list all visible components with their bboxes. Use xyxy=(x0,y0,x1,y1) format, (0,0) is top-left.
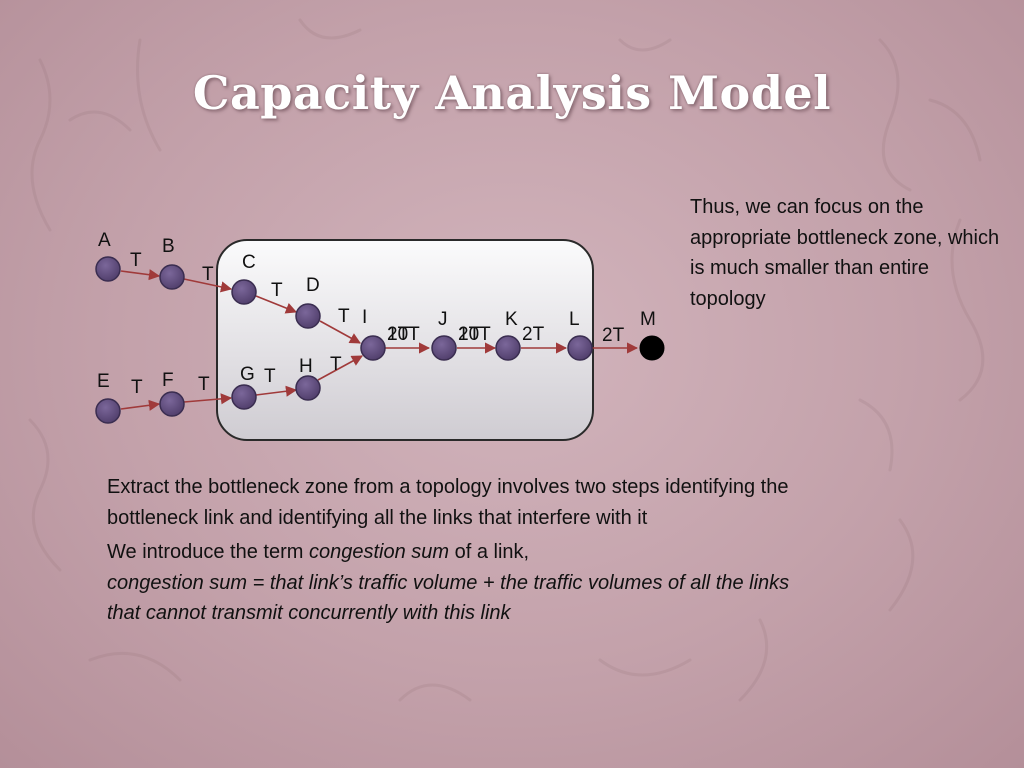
edge-f-g xyxy=(183,393,233,405)
edge-h-i xyxy=(317,355,363,381)
body-text: Extract the bottleneck zone from a topol… xyxy=(107,472,807,629)
edge-label-i-j-2t: 2T xyxy=(387,324,410,345)
congestion-definition: congestion sum = that link’s traffic vol… xyxy=(107,571,790,625)
edge-label-a-b: T xyxy=(130,250,142,271)
node-label-l: L xyxy=(569,309,580,330)
node-label-h: H xyxy=(299,356,313,377)
edge-label-l-m: 2T xyxy=(602,325,625,346)
edge-b-c xyxy=(183,278,233,293)
edge-label-i-j-10t: 10T xyxy=(387,324,420,345)
node-label-c: C xyxy=(242,252,256,273)
edge-d-i xyxy=(319,320,361,344)
node-label-b: B xyxy=(162,236,175,257)
node-i xyxy=(360,335,386,361)
edge-g-h xyxy=(255,385,298,397)
node-j xyxy=(431,335,457,361)
congestion-term: congestion sum xyxy=(308,541,450,563)
node-b xyxy=(159,264,185,290)
node-d xyxy=(295,303,321,329)
node-label-i: I xyxy=(362,307,367,328)
node-label-k: K xyxy=(505,309,518,330)
edge-label-g-h: T xyxy=(264,366,276,387)
node-label-f: F xyxy=(162,370,174,391)
node-f xyxy=(159,391,185,417)
paragraph-bottleneck-steps: Extract the bottleneck zone from a topol… xyxy=(107,476,789,529)
node-e xyxy=(95,398,121,424)
node-h xyxy=(295,375,321,401)
node-label-d: D xyxy=(306,275,320,296)
node-label-e: E xyxy=(97,371,110,392)
edge-label-b-c: T xyxy=(202,264,214,285)
edge-c-d xyxy=(255,295,298,314)
node-c xyxy=(231,279,257,305)
slide-title: Capacity Analysis Model xyxy=(192,66,832,120)
edge-a-b xyxy=(120,269,161,281)
edge-label-c-d: T xyxy=(271,280,283,301)
node-l xyxy=(567,335,593,361)
edge-e-f xyxy=(120,399,161,411)
congestion-intro-tail: of a link, xyxy=(449,541,530,563)
node-label-j: J xyxy=(438,309,448,330)
node-k xyxy=(495,335,521,361)
edge-label-e-f: T xyxy=(131,377,143,398)
edge-label-h-i: T xyxy=(330,354,342,375)
node-g xyxy=(231,384,257,410)
edge-label-d-i: T xyxy=(338,306,350,327)
node-a xyxy=(95,256,121,282)
edge-label-f-g: T xyxy=(198,374,210,395)
edge-label-j-k-2t: 2T xyxy=(458,324,481,345)
edge-label-k-l: 2T xyxy=(522,324,545,345)
edge-label-j-k-10t: 10T xyxy=(458,324,491,345)
congestion-intro: We introduce the term xyxy=(107,541,309,563)
node-m-sink xyxy=(639,335,665,361)
node-label-a: A xyxy=(98,230,111,251)
side-note: Thus, we can focus on the appropriate bo… xyxy=(690,196,1000,310)
paragraph-congestion-sum: We introduce the term congestion sum of … xyxy=(107,537,807,629)
node-label-g: G xyxy=(240,364,255,385)
node-label-m: M xyxy=(640,309,656,330)
